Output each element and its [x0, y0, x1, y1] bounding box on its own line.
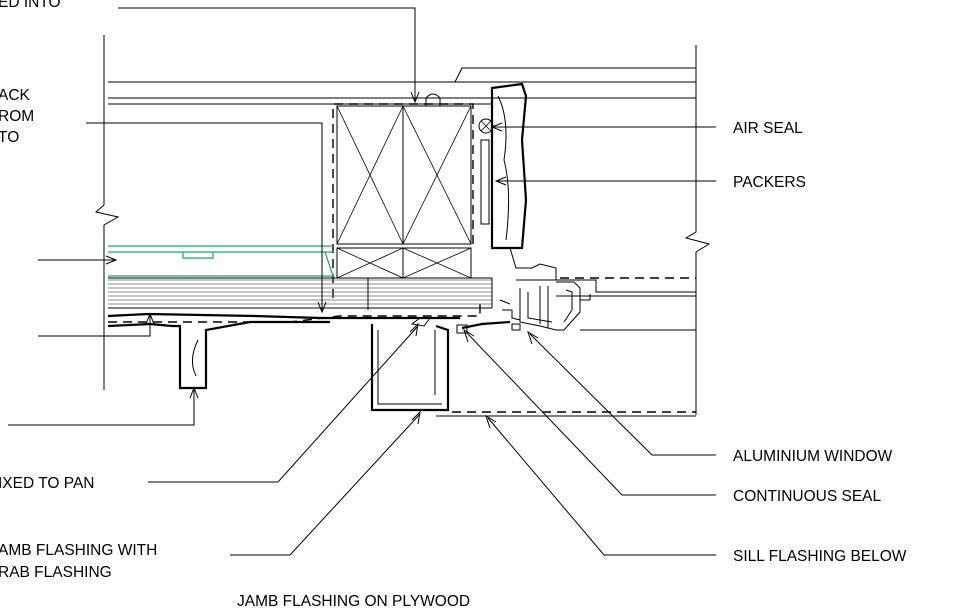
- timber-plate-left: [336, 247, 404, 279]
- timber-plate-right: [402, 247, 472, 279]
- label-sill-flashing-below: SILL FLASHING BELOW: [733, 548, 907, 565]
- label-back-from-line1: ACK: [0, 87, 31, 104]
- right-boundary-break-line: [684, 45, 711, 415]
- label-aluminium-window: ALUMINIUM WINDOW: [733, 448, 893, 465]
- label-fixed-into: ED INTO: [0, 0, 61, 11]
- plywood-hatching: [108, 277, 493, 310]
- right-frame-lines: [436, 277, 696, 417]
- membrane-dashed-line: [332, 103, 474, 298]
- left-wall-break-line: [94, 35, 120, 390]
- jamb-flashing-box: [370, 317, 450, 412]
- leader-lines: [8, 7, 716, 556]
- label-fixed-to-pan: IXED TO PAN: [0, 475, 94, 492]
- label-jamb-flashing-line1: AMB FLASHING WITH: [0, 542, 157, 559]
- sill-pan-flashing: [107, 312, 460, 390]
- top-frame-lines: [108, 67, 696, 105]
- label-continuous-seal: CONTINUOUS SEAL: [733, 488, 882, 505]
- timber-stud-right: [402, 105, 472, 245]
- label-back-from-line2: ROM: [0, 108, 34, 125]
- label-jamb-flashing-line2: RAB FLASHING: [0, 564, 112, 581]
- label-jamb-flashing-plywood: JAMB FLASHING ON PLYWOOD: [237, 593, 470, 610]
- top-fixing-clip: [425, 93, 441, 106]
- window-reveal-lining: [478, 82, 528, 250]
- label-back-from-line3: TO: [0, 129, 19, 146]
- label-air-seal: AIR SEAL: [733, 120, 803, 137]
- aluminium-window-frame: [456, 247, 696, 334]
- label-packers: PACKERS: [733, 174, 806, 191]
- insulation-layer: [108, 245, 334, 277]
- timber-stud-left: [336, 105, 404, 245]
